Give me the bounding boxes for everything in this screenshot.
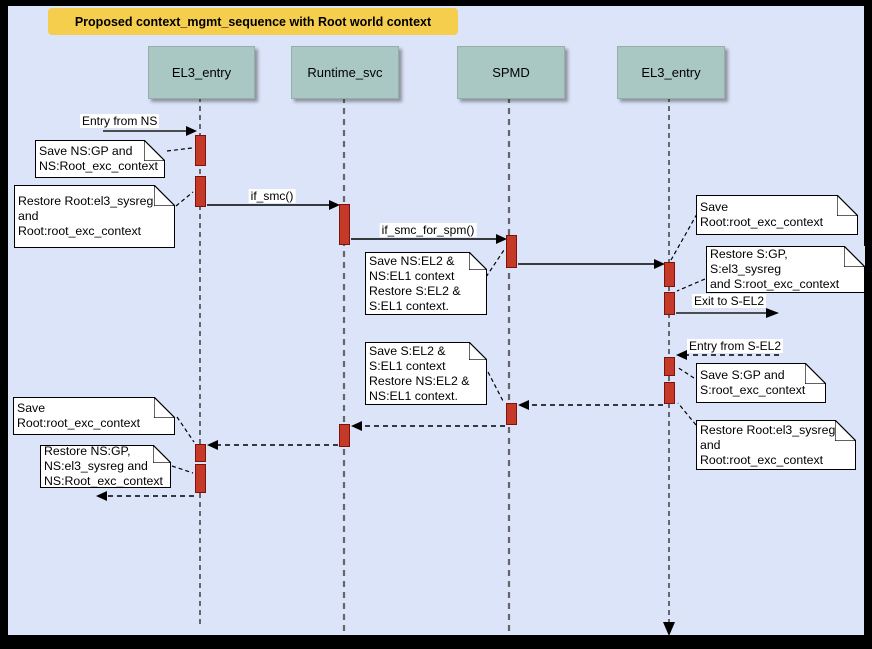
note-fold-icon: [805, 363, 826, 384]
solid-message-arrows: [103, 126, 779, 318]
note-text: Save NS:GP and NS:Root_exc_context: [39, 144, 158, 173]
lifeline-end-arrow-icon: [663, 622, 675, 636]
note-save-s-el2-restore-ns: Save S:EL2 & S:EL1 context Restore NS:EL…: [365, 342, 487, 405]
activation-bar: [339, 424, 350, 447]
note-text: Save Root:root_exc_context: [700, 200, 824, 229]
activation-bar: [664, 262, 675, 287]
note-text: Save Root:root_exc_context: [17, 401, 141, 430]
lifeline-label: SPMD: [492, 65, 530, 80]
note-text: Restore NS:GP, NS:el3_sysreg and NS:Root…: [44, 444, 163, 488]
lifeline-label: EL3_entry: [171, 65, 232, 80]
note-fold-icon: [154, 397, 175, 418]
activation-bar: [195, 464, 206, 493]
note-restore-root-sysreg-2: Restore Root:el3_sysreg and Root:root_ex…: [696, 420, 856, 470]
lifeline-head-el3-entry-1: EL3_entry: [148, 46, 255, 99]
note-save-ns-gp: Save NS:GP and NS:Root_exc_context: [35, 140, 165, 178]
diagram-title: Proposed context_mgmt_sequence with Root…: [48, 8, 458, 35]
diagram-canvas: [8, 6, 864, 635]
activation-bar: [195, 176, 206, 207]
activation-bar: [195, 135, 206, 166]
dashed-return-arrows: [96, 350, 779, 501]
note-text: Save S:GP and S:root_exc_context: [700, 368, 806, 397]
lifeline-label: EL3_entry: [641, 65, 701, 80]
note-save-root-exc-right: Save Root:root_exc_context: [696, 195, 858, 235]
note-connectors: [166, 147, 706, 474]
note-restore-root-sysreg-1: Restore Root:el3_sysreg and Root:root_ex…: [14, 185, 175, 248]
note-fold-icon: [144, 140, 165, 161]
activation-bar: [339, 204, 350, 245]
activation-bar: [506, 235, 517, 268]
note-fold-icon: [154, 185, 175, 206]
message-label-if-smc: if_smc(): [248, 189, 296, 203]
note-restore-s-gp: Restore S:GP, S:el3_sysreg and S:root_ex…: [706, 246, 865, 293]
note-text: Restore Root:el3_sysreg and Root:root_ex…: [700, 422, 836, 467]
lifeline-head-spmd: SPMD: [457, 46, 565, 99]
note-fold-icon: [469, 252, 487, 270]
note-fold-icon: [837, 195, 858, 216]
message-label-entry-from-s-el2: Entry from S-EL2: [687, 339, 784, 353]
lifeline-head-el3-entry-2: EL3_entry: [617, 46, 725, 99]
activation-bar: [664, 382, 675, 404]
activation-bar: [664, 357, 675, 376]
note-text: Restore S:GP, S:el3_sysreg and S:root_ex…: [710, 247, 840, 291]
message-label-entry-from-ns: Entry from NS: [80, 114, 160, 128]
message-label-if-smc-for-spm: if_smc_for_spm(): [379, 223, 477, 237]
note-fold-icon: [153, 445, 171, 463]
activation-bar: [506, 403, 517, 425]
note-text: Save NS:EL2 & NS:EL1 context Restore S:E…: [369, 253, 461, 313]
note-fold-icon: [469, 342, 487, 360]
activation-bar: [195, 444, 206, 462]
note-fold-icon: [835, 420, 856, 441]
activation-bar: [664, 292, 675, 315]
lifeline-head-runtime-svc: Runtime_svc: [291, 46, 399, 99]
note-text: Save S:EL2 & S:EL1 context Restore NS:EL…: [369, 343, 470, 403]
note-text: Restore Root:el3_sysreg and Root:root_ex…: [18, 194, 154, 238]
lifeline-label: Runtime_svc: [307, 65, 383, 80]
note-fold-icon: [844, 246, 865, 267]
note-save-s-gp: Save S:GP and S:root_exc_context: [696, 363, 826, 403]
note-restore-ns-gp: Restore NS:GP, NS:el3_sysreg and NS:Root…: [40, 444, 171, 488]
note-save-root-exc-left: Save Root:root_exc_context: [13, 397, 175, 435]
message-label-exit-to-s-el2: Exit to S-EL2: [692, 294, 767, 308]
note-save-ns-el2-restore-s: Save NS:EL2 & NS:EL1 context Restore S:E…: [365, 252, 487, 315]
